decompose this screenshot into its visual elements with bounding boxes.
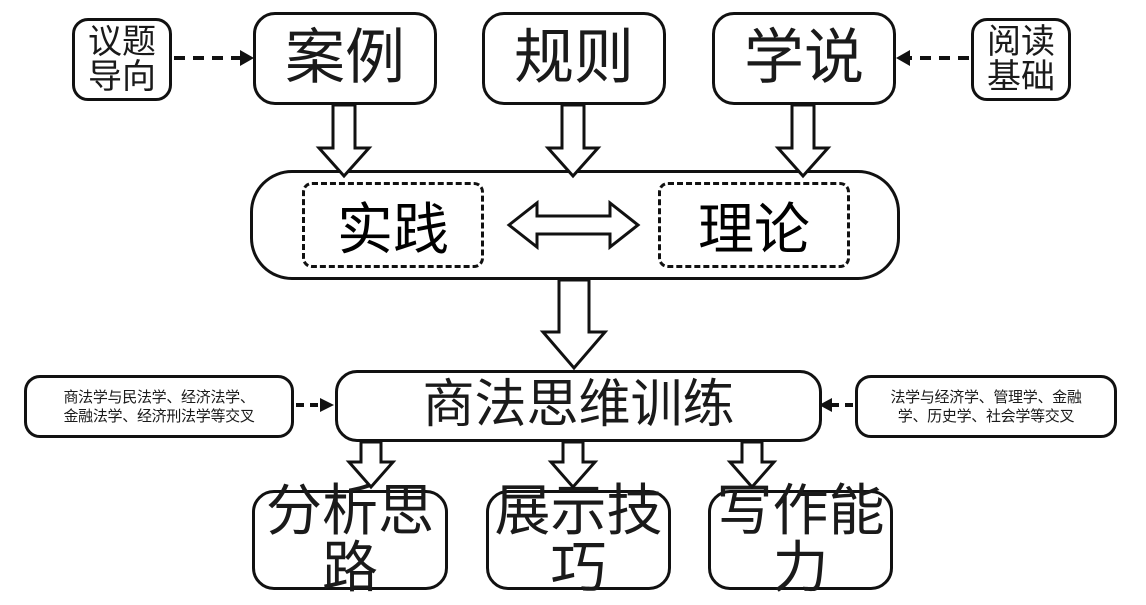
node-core-label: 商法思维训练 xyxy=(422,375,735,436)
node-rule-label: 规则 xyxy=(514,22,634,93)
node-practice: 实践 xyxy=(302,182,484,268)
node-doctrine-label: 学说 xyxy=(744,22,864,93)
note-interdisciplinary-crossover-label: 法学与经济学、管理学、金融 学、历史学、社会学等交叉 xyxy=(890,387,1082,425)
note-issue-orientation-label: 议题 导向 xyxy=(88,21,156,97)
note-reading-foundation-label: 阅读 基础 xyxy=(987,21,1055,97)
dashed-arrow-issue-to-case xyxy=(174,50,254,66)
node-outcome-presentation-label: 展示技巧 xyxy=(494,478,663,601)
note-reading-foundation: 阅读 基础 xyxy=(971,18,1071,101)
node-rule: 规则 xyxy=(482,12,666,105)
node-theory-label: 理论 xyxy=(698,197,810,263)
note-issue-orientation: 议题 导向 xyxy=(72,18,172,101)
arrow-container-to-core xyxy=(539,278,609,371)
node-outcome-analysis-label: 分析思路 xyxy=(266,478,434,601)
node-outcome-analysis: 分析思路 xyxy=(252,483,448,597)
note-intradisciplinary-crossover: 商法学与民法学、经济法学、 金融法学、经济刑法学等交叉 xyxy=(24,375,294,438)
arrow-rule-down xyxy=(544,103,602,179)
node-outcome-writing-label: 写作能力 xyxy=(716,478,885,601)
arrow-doctrine-down xyxy=(774,103,832,179)
node-outcome-writing: 写作能力 xyxy=(708,483,893,597)
node-outcome-presentation: 展示技巧 xyxy=(486,483,671,597)
node-core-commercial-law-thinking: 商法思维训练 xyxy=(335,370,822,442)
note-intradisciplinary-crossover-label: 商法学与民法学、经济法学、 金融法学、经济刑法学等交叉 xyxy=(63,387,255,425)
node-case: 案例 xyxy=(253,12,437,105)
node-practice-label: 实践 xyxy=(337,197,449,263)
note-interdisciplinary-crossover: 法学与经济学、管理学、金融 学、历史学、社会学等交叉 xyxy=(855,375,1117,438)
node-doctrine: 学说 xyxy=(712,12,896,105)
arrow-case-down xyxy=(315,103,373,179)
node-case-label: 案例 xyxy=(285,22,405,93)
dashed-arrow-reading-to-doctrine xyxy=(896,50,969,66)
dashed-arrow-right-note-to-core xyxy=(819,398,853,412)
dashed-arrow-left-note-to-core xyxy=(296,398,334,412)
node-theory: 理论 xyxy=(658,182,850,268)
